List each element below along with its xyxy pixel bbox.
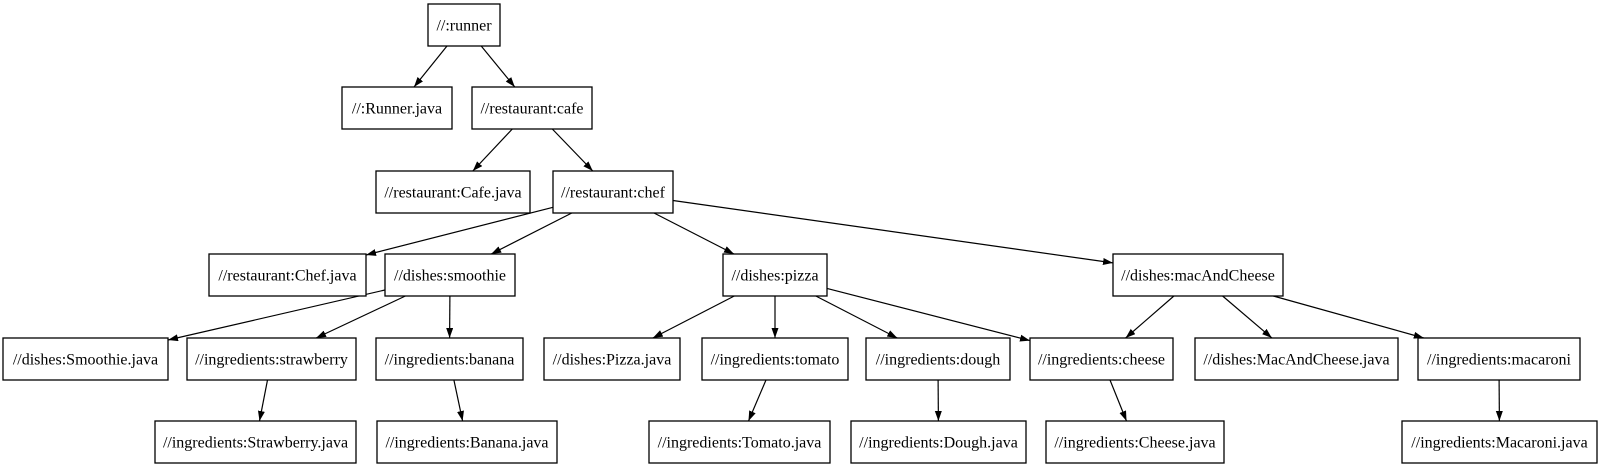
node-box-strawberry (186, 337, 357, 381)
graph-node-cafe_java: //restaurant:Cafe.java (375, 170, 531, 214)
graph-node-banana_java: //ingredients:Banana.java (376, 420, 558, 464)
node-box-cafe_java (375, 170, 531, 214)
node-box-tomato_java (648, 420, 831, 464)
node-label-macandcheese: //dishes:macAndCheese (1121, 268, 1275, 285)
edge-cheese-to-cheese_java (1109, 379, 1128, 422)
edge-chef-to-pizza (653, 212, 735, 255)
edge-chef-to-macandcheese (672, 199, 1114, 265)
graph-node-smoothie: //dishes:smoothie (384, 253, 516, 297)
node-box-dough_java (850, 420, 1027, 464)
node-box-pizza_java (543, 337, 681, 381)
graph-node-cheese_java: //ingredients:Cheese.java (1045, 420, 1225, 464)
node-label-macaroni_java: //ingredients:Macaroni.java (1411, 435, 1587, 452)
node-label-macaroni: //ingredients:macaroni (1427, 352, 1572, 369)
nodes-layer: //:runner //:Runner.java //restaurant:cafe… (2, 3, 1598, 464)
node-box-cheese_java (1045, 420, 1225, 464)
node-label-macandcheese_java: //dishes:MacAndCheese.java (1203, 352, 1389, 369)
node-box-dough (865, 337, 1011, 381)
node-label-banana: //ingredients:banana (385, 352, 515, 369)
edge-macandcheese-to-macandcheese_java (1222, 295, 1273, 339)
node-label-dough: //ingredients:dough (876, 352, 1000, 369)
edge-pizza-to-pizza_java (652, 295, 735, 339)
node-box-macandcheese (1112, 253, 1284, 297)
graph-node-runner: //:runner (427, 3, 501, 47)
graph-node-strawberry_java: //ingredients:Strawberry.java (154, 420, 357, 464)
graph-node-tomato: //ingredients:tomato (701, 337, 849, 381)
graph-node-tomato_java: //ingredients:Tomato.java (648, 420, 831, 464)
edge-pizza-to-cheese (826, 287, 1031, 342)
graph-node-macaroni_java: //ingredients:Macaroni.java (1401, 420, 1598, 464)
node-label-strawberry_java: //ingredients:Strawberry.java (163, 435, 348, 452)
edge-chef-to-smoothie (490, 212, 573, 255)
edge-cafe-to-chef (551, 128, 594, 172)
node-box-macaroni (1417, 337, 1581, 381)
graph-node-runner_java: //:Runner.java (341, 86, 453, 130)
node-box-strawberry_java (154, 420, 357, 464)
node-box-banana_java (376, 420, 558, 464)
graph-node-cheese: //ingredients:cheese (1029, 337, 1174, 381)
node-box-macaroni_java (1401, 420, 1598, 464)
node-label-cafe_java: //restaurant:Cafe.java (384, 185, 521, 202)
graph-node-chef_java: //restaurant:Chef.java (208, 253, 367, 297)
node-box-runner_java (341, 86, 453, 130)
node-label-chef_java: //restaurant:Chef.java (218, 268, 356, 285)
node-box-smoothie (384, 253, 516, 297)
node-label-banana_java: //ingredients:Banana.java (385, 435, 548, 452)
node-box-smoothie_java (2, 337, 169, 381)
edge-smoothie-to-smoothie_java (167, 289, 386, 342)
graph-node-banana: //ingredients:banana (375, 337, 524, 381)
graph-node-macandcheese: //dishes:macAndCheese (1112, 253, 1284, 297)
graph-node-smoothie_java: //dishes:Smoothie.java (2, 337, 169, 381)
node-label-cheese_java: //ingredients:Cheese.java (1054, 435, 1215, 452)
node-label-cheese: //ingredients:cheese (1038, 352, 1165, 369)
node-box-chef_java (208, 253, 367, 297)
node-label-runner_java: //:Runner.java (352, 101, 442, 118)
graph-node-pizza: //dishes:pizza (722, 253, 828, 297)
node-box-cafe (471, 86, 593, 130)
graph-node-chef: //restaurant:chef (552, 170, 674, 214)
graph-node-macandcheese_java: //dishes:MacAndCheese.java (1194, 337, 1399, 381)
node-box-chef (552, 170, 674, 214)
graph-node-pizza_java: //dishes:Pizza.java (543, 337, 681, 381)
edges-layer (167, 45, 1503, 422)
node-label-pizza: //dishes:pizza (731, 268, 818, 285)
node-label-smoothie: //dishes:smoothie (394, 268, 506, 285)
node-box-macandcheese_java (1194, 337, 1399, 381)
node-label-chef: //restaurant:chef (561, 185, 666, 202)
graph-node-dough_java: //ingredients:Dough.java (850, 420, 1027, 464)
edge-macandcheese-to-macaroni (1273, 295, 1424, 339)
node-label-runner: //:runner (436, 18, 492, 35)
edge-runner-to-runner_java (413, 45, 448, 88)
node-label-cafe: //restaurant:cafe (480, 101, 583, 118)
node-box-pizza (722, 253, 828, 297)
node-label-pizza_java: //dishes:Pizza.java (553, 352, 672, 369)
edge-tomato-to-tomato_java (747, 379, 767, 422)
edge-chef-to-chef_java (365, 206, 554, 256)
node-label-dough_java: //ingredients:Dough.java (859, 435, 1018, 452)
edge-banana-to-banana_java (453, 379, 464, 422)
edge-cafe-to-cafe_java (472, 128, 513, 172)
edge-smoothie-to-strawberry (315, 295, 406, 339)
graph-node-macaroni: //ingredients:macaroni (1417, 337, 1581, 381)
node-box-runner (427, 3, 501, 47)
graph-node-strawberry: //ingredients:strawberry (186, 337, 357, 381)
edge-runner-to-cafe (480, 45, 516, 88)
graph-node-cafe: //restaurant:cafe (471, 86, 593, 130)
edge-pizza-to-dough (815, 295, 898, 339)
node-label-tomato_java: //ingredients:Tomato.java (658, 435, 822, 452)
node-label-tomato: //ingredients:tomato (711, 352, 840, 369)
graph-node-dough: //ingredients:dough (865, 337, 1011, 381)
node-box-banana (375, 337, 524, 381)
node-label-strawberry: //ingredients:strawberry (195, 352, 348, 369)
edge-macandcheese-to-cheese (1125, 295, 1175, 339)
node-label-smoothie_java: //dishes:Smoothie.java (13, 352, 158, 369)
node-box-tomato (701, 337, 849, 381)
node-box-cheese (1029, 337, 1174, 381)
edge-strawberry-to-strawberry_java (257, 379, 269, 422)
